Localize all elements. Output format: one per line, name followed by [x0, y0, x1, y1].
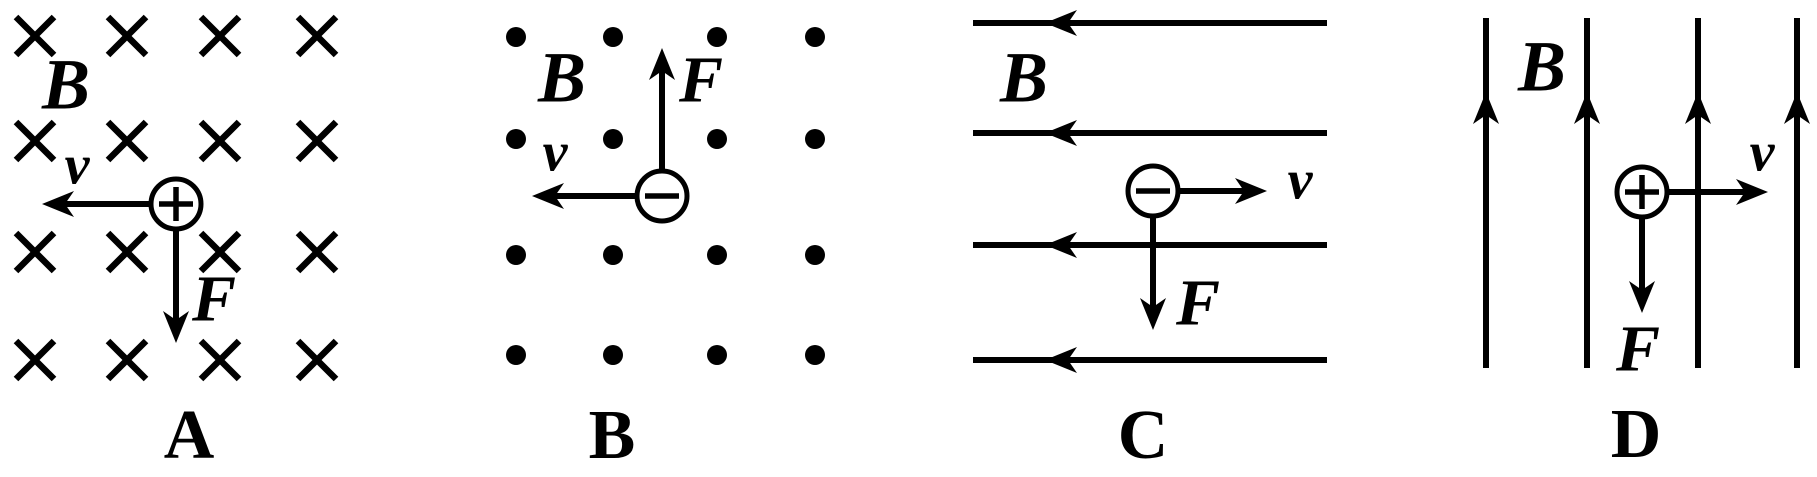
field-out-of-page-dot-icon [707, 129, 727, 149]
field-out-of-page-dot-icon [707, 245, 727, 265]
field-line-arrowhead [1045, 10, 1077, 36]
field-label-B: B [999, 37, 1048, 117]
field-line-arrowhead [1045, 347, 1077, 373]
vector-force-arrow [649, 48, 675, 171]
field-label-B: B [1517, 26, 1566, 106]
field-into-page-cross-icon [295, 230, 339, 274]
vector-force-arrow-head [1629, 281, 1655, 313]
vector-velocity-label: v [65, 134, 91, 196]
field-into-page-cross-icon [198, 230, 242, 274]
field-out-of-page-dot-icon [506, 345, 526, 365]
field-line-arrowhead [1784, 92, 1810, 124]
field-line-arrowhead [1045, 232, 1077, 258]
vector-velocity-arrow-head [1736, 179, 1768, 205]
field-out-of-page-dot-icon [805, 129, 825, 149]
vector-velocity-arrow-head [532, 183, 564, 209]
panel-option-label: A [164, 397, 215, 474]
field-out-of-page-dot-icon [603, 129, 623, 149]
panel-option-label: B [589, 397, 636, 474]
panel-option-label: C [1118, 397, 1169, 474]
vector-force-label: F [1615, 312, 1660, 385]
field-out-of-page-dot-icon [603, 345, 623, 365]
charge-positive-icon [148, 176, 204, 232]
field-into-page-cross-icon [105, 338, 149, 382]
field-out-of-page-dot-icon [707, 345, 727, 365]
field-out-of-page-dot-icon [805, 345, 825, 365]
vector-force-arrow [163, 229, 189, 343]
field-out-of-page-dot-icon [603, 245, 623, 265]
field-out-of-page-dot-icon [506, 245, 526, 265]
vector-force-label: F [191, 262, 236, 335]
vector-velocity-arrow-head [1235, 178, 1267, 204]
vector-velocity-arrow-head [42, 191, 74, 217]
vector-velocity-arrow [42, 191, 151, 217]
vector-velocity-label: v [1750, 121, 1776, 183]
field-line-arrowhead [1685, 92, 1711, 124]
panel-option-label: D [1611, 396, 1662, 473]
field-into-page-cross-icon [13, 119, 57, 163]
field-out-of-page-dot-icon [805, 27, 825, 47]
field-into-page-cross-icon [13, 230, 57, 274]
vector-force-arrow-head [649, 48, 675, 80]
charge-negative-icon [1125, 163, 1181, 219]
field-line-arrowhead [1574, 92, 1600, 124]
field-into-page-cross-icon [198, 14, 242, 58]
charge-positive-icon [1614, 164, 1670, 220]
field-line-arrowhead [1045, 120, 1077, 146]
vector-force-label: F [1175, 266, 1220, 339]
field-into-page-cross-icon [295, 14, 339, 58]
field-into-page-cross-icon [198, 119, 242, 163]
field-into-page-cross-icon [105, 14, 149, 58]
field-out-of-page-dot-icon [805, 245, 825, 265]
field-into-page-cross-icon [13, 338, 57, 382]
vector-force-arrow [1629, 217, 1655, 313]
field-label-B: B [537, 37, 586, 117]
charge-negative-icon [634, 168, 690, 224]
field-out-of-page-dot-icon [506, 27, 526, 47]
field-into-page-cross-icon [105, 230, 149, 274]
vector-force-arrow [1140, 216, 1166, 330]
vector-velocity-arrow [1667, 179, 1768, 205]
vector-velocity-label: v [543, 121, 569, 183]
vector-velocity-arrow [1178, 178, 1267, 204]
field-into-page-cross-icon [198, 338, 242, 382]
field-into-page-cross-icon [13, 14, 57, 58]
field-out-of-page-dot-icon [603, 27, 623, 47]
field-out-of-page-dot-icon [506, 129, 526, 149]
vector-force-label: F [678, 43, 723, 116]
vector-velocity-arrow [532, 183, 637, 209]
field-into-page-cross-icon [295, 338, 339, 382]
field-line-arrowhead [1473, 92, 1499, 124]
vector-velocity-label: v [1288, 149, 1314, 211]
field-label-B: B [41, 44, 90, 124]
vector-force-arrow-head [1140, 298, 1166, 330]
field-into-page-cross-icon [105, 119, 149, 163]
field-into-page-cross-icon [295, 119, 339, 163]
vector-force-arrow-head [163, 311, 189, 343]
field-out-of-page-dot-icon [707, 27, 727, 47]
